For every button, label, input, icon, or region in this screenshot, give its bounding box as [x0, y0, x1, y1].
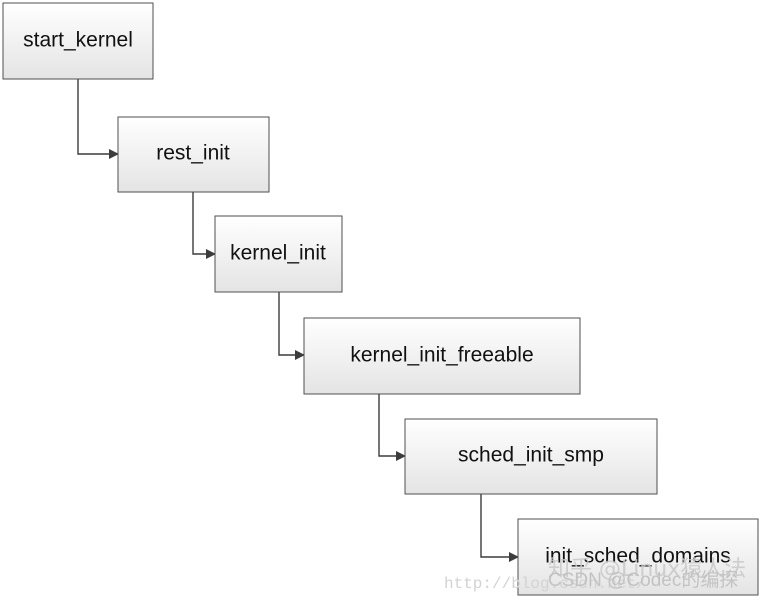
node-kernel-init-freeable-label: kernel_init_freeable	[350, 344, 533, 367]
node-sched-init-smp: sched_init_smp	[404, 418, 658, 495]
edge-start-kernel-to-rest-init	[77, 79, 119, 159]
node-kernel-init-label: kernel_init	[230, 242, 326, 265]
zhihu-watermark: 知乎 @Linux猿人法	[548, 557, 746, 582]
node-init-sched-domains: init_sched_domains	[517, 518, 759, 596]
node-kernel-init: kernel_init	[214, 215, 343, 293]
node-rest-init: rest_init	[117, 116, 270, 193]
node-sched-init-smp-label: sched_init_smp	[458, 444, 604, 467]
node-kernel-init-freeable: kernel_init_freeable	[303, 317, 581, 395]
node-start-kernel: start_kernel	[2, 2, 154, 80]
node-rest-init-label: rest_init	[156, 142, 230, 165]
edge-kernel-init-freeable-to-sched-init-smp	[378, 394, 406, 461]
node-init-sched-domains-label: init_sched_domains	[545, 545, 731, 568]
connector-lines	[77, 79, 519, 562]
blog-url-watermark: http://blog.csdn.net/	[444, 575, 646, 593]
edge-rest-init-to-kernel-init	[192, 192, 216, 259]
node-start-kernel-label: start_kernel	[23, 29, 133, 52]
csdn-watermark: CSDN @Codec的编探	[548, 569, 738, 591]
edge-kernel-init-to-kernel-init-freeable	[278, 292, 305, 360]
edge-sched-init-smp-to-init-sched-domains	[480, 494, 519, 562]
